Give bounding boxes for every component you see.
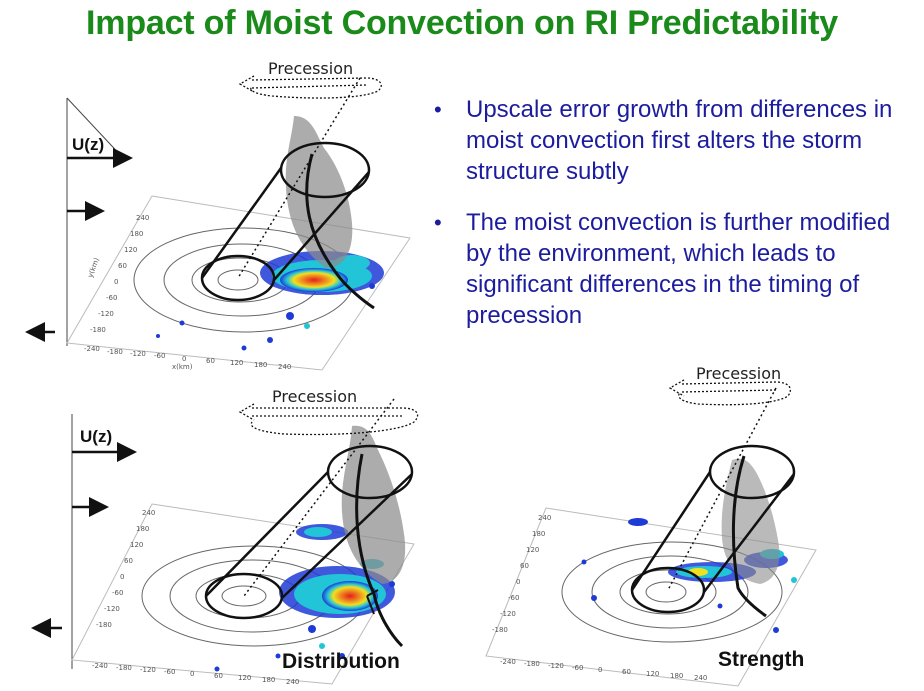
y-tick: 120: [130, 541, 143, 549]
x-tick: -120: [548, 662, 564, 670]
y-tick: -120: [104, 605, 120, 613]
y-tick: -60: [508, 594, 519, 602]
vortex-cylinder: [204, 444, 414, 648]
bottom-left-figure: U(z) -240 -180 -120 -60 0 60 120 180 240…: [31, 387, 419, 686]
x-axis-title: x(km): [172, 363, 193, 371]
precession-label: Precession: [268, 59, 353, 78]
y-axis-title: y(km): [86, 256, 101, 278]
precession-label: Precession: [696, 364, 781, 383]
x-tick: -60: [572, 664, 583, 672]
y-tick: -180: [90, 326, 106, 334]
tilt-axis: [667, 387, 777, 591]
y-tick: 120: [124, 246, 137, 254]
y-tick: 0: [516, 578, 520, 586]
x-tick: 120: [230, 359, 243, 367]
bullet-dot: •: [434, 210, 442, 235]
x-tick: 60: [214, 672, 223, 680]
y-tick: 180: [532, 530, 545, 538]
bullet-text: The moist convection is further modified…: [466, 209, 891, 329]
x-tick: -180: [116, 664, 132, 672]
top-panel-figure: U(z) -240 -180 -120 -60 0 60 120 180 240…: [25, 59, 411, 371]
x-tick: -180: [107, 348, 123, 356]
precipitation-field: [156, 251, 384, 351]
tilt-axis: [243, 398, 395, 597]
y-tick: -180: [492, 626, 508, 634]
x-tick: -60: [154, 352, 165, 360]
x-tick: -60: [164, 668, 175, 676]
x-tick: 180: [262, 676, 275, 684]
y-tick: 240: [538, 514, 551, 522]
tilt-axis: [237, 77, 361, 279]
x-tick: 0: [598, 666, 602, 674]
y-tick: 240: [142, 509, 155, 517]
bottom-left-panel: U(z) -240 -180 -120 -60 0 60 120 180 240…: [22, 384, 422, 686]
precipitation-field: [214, 524, 395, 672]
bullet-item: • Upscale error growth from differences i…: [432, 94, 902, 187]
y-tick: 60: [520, 562, 529, 570]
vortex-cylinder: [630, 444, 796, 618]
precession-arrow: [668, 379, 791, 406]
x-tick: 0: [182, 355, 186, 363]
x-tick: 180: [254, 361, 267, 369]
y-tick: 60: [124, 557, 133, 565]
y-tick: 0: [114, 278, 118, 286]
wind-label: U(z): [72, 135, 104, 154]
bullet-dot: •: [434, 97, 442, 122]
x-tick: 120: [238, 674, 251, 682]
y-tick: 240: [136, 214, 149, 222]
x-tick: -240: [500, 658, 516, 666]
slide-title: Impact of Moist Convection on RI Predict…: [86, 4, 838, 42]
strength-caption: Strength: [718, 648, 805, 671]
x-tick: -180: [524, 660, 540, 668]
bullet-item: • The moist convection is further modifie…: [432, 207, 902, 331]
x-tick: -120: [140, 666, 156, 674]
y-tick: 120: [526, 546, 539, 554]
bottom-right-panel: -240 -180 -120 -60 0 60 120 180 240 240 …: [476, 360, 916, 688]
vortex-cylinder: [200, 141, 375, 310]
top-panel: U(z) -240 -180 -120 -60 0 60 120 180 240…: [22, 58, 422, 371]
precession-label: Precession: [272, 387, 357, 406]
x-tick: 60: [206, 357, 215, 365]
y-tick: -180: [96, 621, 112, 629]
y-tick: 180: [130, 230, 143, 238]
cloud-plume: [341, 425, 406, 584]
pressure-contours: [561, 541, 783, 643]
y-tick: 60: [118, 262, 127, 270]
bottom-right-figure: -240 -180 -120 -60 0 60 120 180 240 240 …: [485, 364, 817, 687]
x-tick: 240: [286, 678, 299, 686]
y-tick: 0: [120, 573, 124, 581]
bullet-list: • Upscale error growth from differences i…: [432, 94, 902, 351]
x-tick: 240: [278, 363, 291, 371]
y-tick: -60: [112, 589, 123, 597]
precession-arrow: [238, 75, 382, 99]
x-tick: 0: [190, 670, 194, 678]
x-tick: -120: [130, 350, 146, 358]
x-tick: 180: [670, 672, 683, 680]
wind-label: U(z): [80, 427, 112, 446]
bullet-text: Upscale error growth from differences in…: [466, 96, 893, 185]
x-tick: 120: [646, 670, 659, 678]
x-tick: 60: [622, 668, 631, 676]
precession-arrow: [238, 403, 419, 436]
x-tick: 240: [694, 674, 707, 682]
x-tick: -240: [84, 345, 100, 353]
cloud-plume: [285, 116, 353, 268]
y-tick: -60: [106, 294, 117, 302]
y-tick: -120: [98, 310, 114, 318]
y-tick: -120: [500, 610, 516, 618]
y-tick: 180: [136, 525, 149, 533]
distribution-caption: Distribution: [282, 650, 400, 673]
x-tick: -240: [92, 662, 108, 670]
